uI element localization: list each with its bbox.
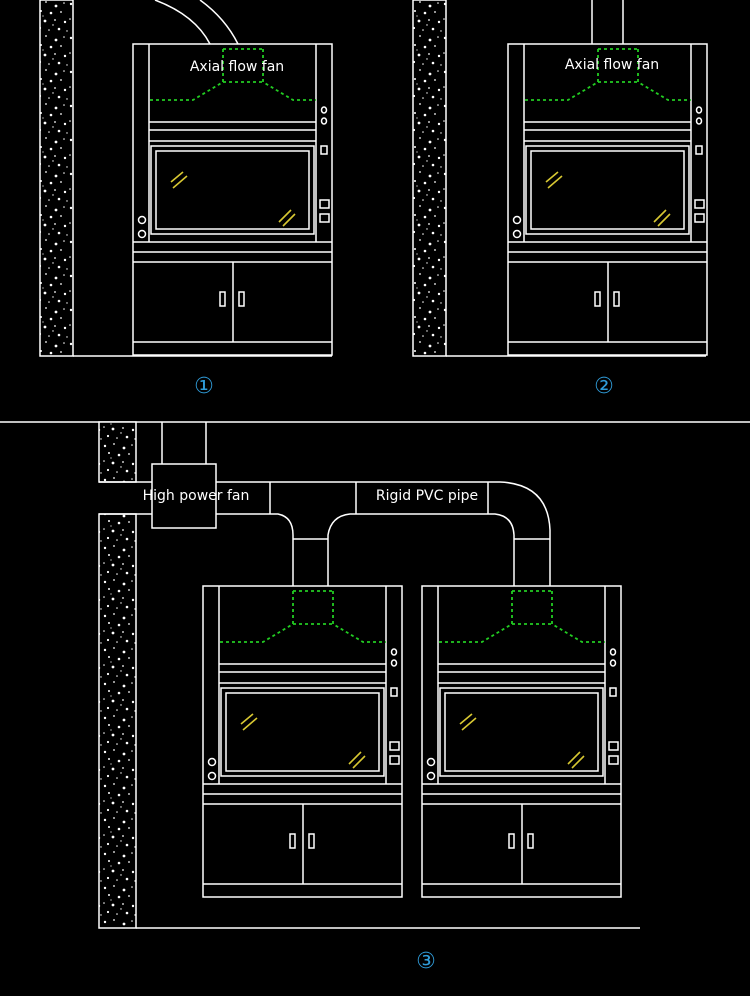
socket <box>389 755 400 765</box>
door-handle-right <box>527 833 534 849</box>
exhaust-duct <box>591 0 624 44</box>
glass-reflection-mark <box>240 713 258 731</box>
door-handle-right <box>613 291 620 307</box>
wall <box>39 0 74 357</box>
hood-baffle-lines <box>149 121 316 142</box>
rigid-pvc-pipe <box>99 481 551 586</box>
door-handle-left <box>594 291 601 307</box>
switch <box>320 145 328 155</box>
indicator-light <box>320 106 328 114</box>
control-knob <box>426 757 436 767</box>
hood-outline <box>421 585 622 898</box>
wall-upper <box>98 421 137 483</box>
hood-side-posts <box>148 44 317 242</box>
socket <box>694 199 705 209</box>
high-power-fan <box>151 463 217 529</box>
pipe-label: Rigid PVC pipe <box>376 488 478 504</box>
control-knob <box>512 215 522 225</box>
indicator-light <box>609 659 617 667</box>
fume-hood-left <box>202 585 403 898</box>
sash-frame <box>439 687 604 777</box>
door-handle-left <box>289 833 296 849</box>
door-handle-left <box>508 833 515 849</box>
fume-hood <box>132 43 333 356</box>
fan-label: Axial flow fan <box>190 59 284 75</box>
glass-reflection-mark <box>545 171 563 189</box>
switch <box>695 145 703 155</box>
switch <box>609 687 617 697</box>
door-handle-right <box>238 291 245 307</box>
indicator-light <box>695 106 703 114</box>
diagram-2: Axial flow fan ② <box>412 0 708 399</box>
sash-glass <box>444 692 599 772</box>
fume-hood <box>507 43 708 356</box>
diagram-number: ① <box>194 374 214 399</box>
door-handle-left <box>219 291 226 307</box>
cabinet-lines <box>508 241 707 343</box>
sash-frame <box>150 145 315 235</box>
socket <box>608 741 619 751</box>
indicator-light <box>390 648 398 656</box>
sash-frame <box>220 687 385 777</box>
hood-baffle-lines <box>524 121 691 142</box>
diagram-3: High power fan Rigid PVC pipe ③ <box>98 421 640 974</box>
socket <box>319 199 330 209</box>
indicator-light <box>390 659 398 667</box>
socket <box>694 213 705 223</box>
wall-lower <box>98 513 137 929</box>
axial-fan-outline <box>149 48 316 101</box>
sash-glass <box>155 150 310 230</box>
hood-baffle-lines <box>219 663 386 684</box>
sash-glass <box>225 692 380 772</box>
control-knob <box>207 757 217 767</box>
fan-label: High power fan <box>143 488 250 504</box>
axial-fan-outline <box>438 590 605 643</box>
hood-side-posts <box>218 586 387 784</box>
socket <box>608 755 619 765</box>
control-knob <box>207 771 217 781</box>
socket <box>319 213 330 223</box>
hood-outline <box>202 585 403 898</box>
axial-fan-outline <box>219 590 386 643</box>
socket <box>389 741 400 751</box>
hood-side-posts <box>437 586 606 784</box>
indicator-light <box>320 117 328 125</box>
switch <box>390 687 398 697</box>
sash-glass <box>530 150 685 230</box>
glass-reflection-mark <box>278 209 296 227</box>
glass-reflection-mark <box>348 751 366 769</box>
fume-hood-right <box>421 585 622 898</box>
glass-reflection-mark <box>653 209 671 227</box>
control-knob <box>426 771 436 781</box>
diagram-1: Axial flow fan ① <box>39 0 333 399</box>
fan-label: Axial flow fan <box>565 57 659 73</box>
exhaust-duct <box>154 0 239 45</box>
cabinet-lines <box>422 783 621 885</box>
glass-reflection-mark <box>567 751 585 769</box>
hood-outline <box>132 43 333 356</box>
control-knob <box>137 229 147 239</box>
control-knob <box>137 215 147 225</box>
diagram-number: ② <box>594 374 614 399</box>
axial-fan-outline <box>524 48 691 101</box>
cabinet-lines <box>203 783 402 885</box>
cabinet-lines <box>133 241 332 343</box>
hood-outline <box>507 43 708 356</box>
vertical-exhaust-duct <box>161 422 207 464</box>
indicator-light <box>695 117 703 125</box>
control-knob <box>512 229 522 239</box>
diagram-number: ③ <box>416 949 436 974</box>
hood-side-posts <box>523 44 692 242</box>
door-handle-right <box>308 833 315 849</box>
indicator-light <box>609 648 617 656</box>
hood-baffle-lines <box>438 663 605 684</box>
wall <box>412 0 447 357</box>
glass-reflection-mark <box>170 171 188 189</box>
glass-reflection-mark <box>459 713 477 731</box>
sash-frame <box>525 145 690 235</box>
